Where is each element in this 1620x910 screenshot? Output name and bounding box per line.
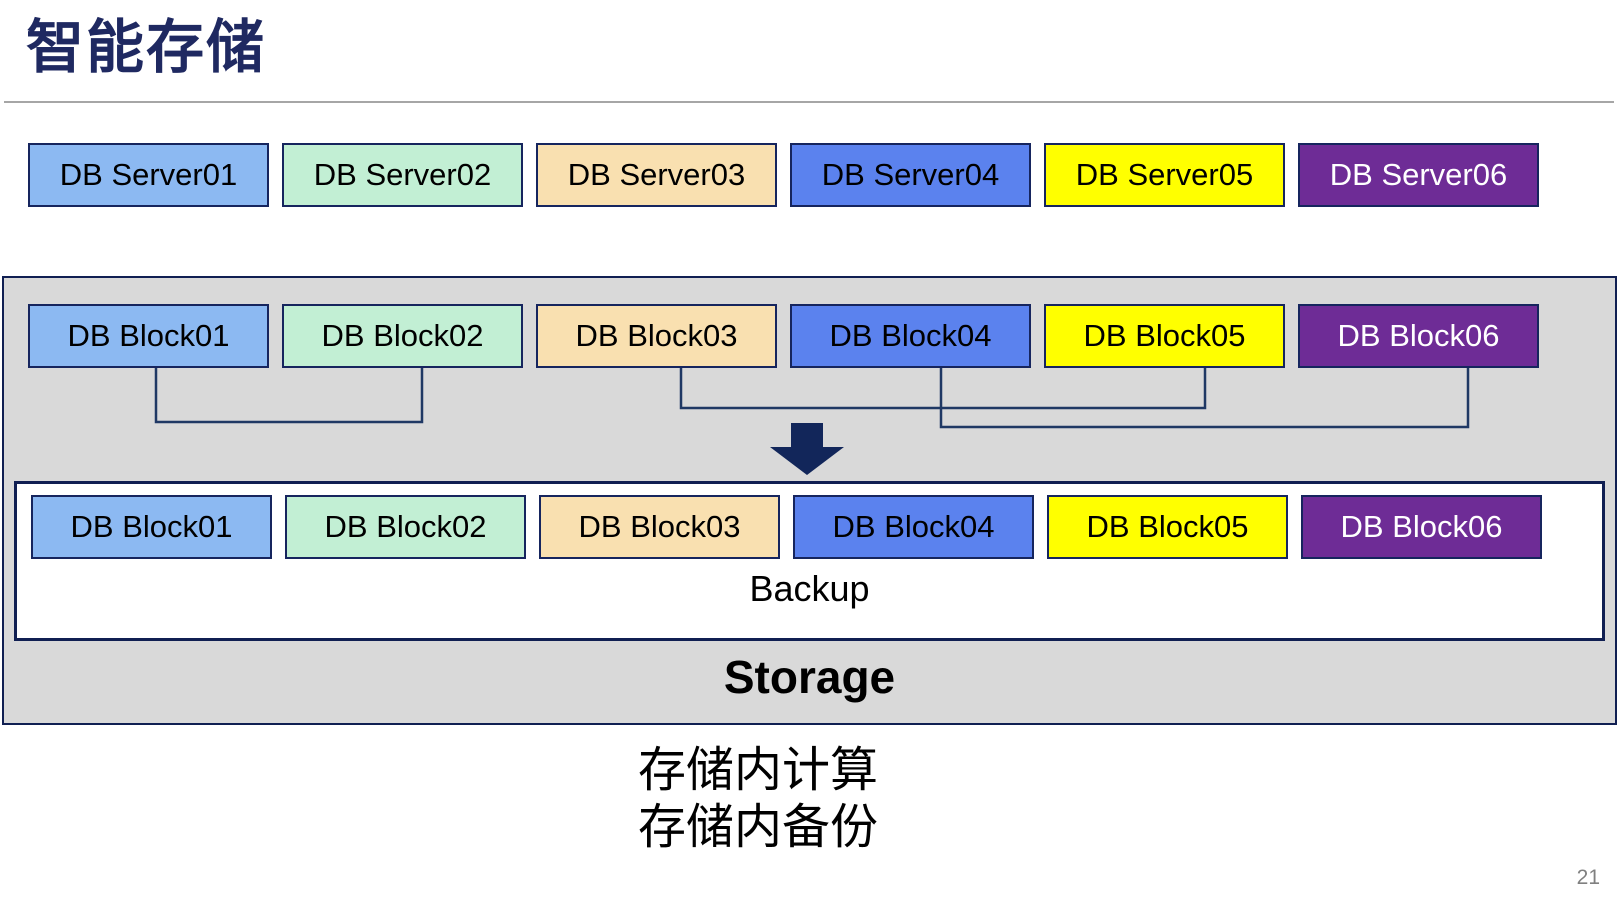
connector-block04-block06 <box>939 367 1470 429</box>
block-box: DB Block01 <box>31 495 272 559</box>
server-box: DB Server06 <box>1298 143 1539 207</box>
block-box: DB Block02 <box>285 495 526 559</box>
block-box: DB Block03 <box>536 304 777 368</box>
connector-block01-block02 <box>154 367 424 424</box>
down-arrow-icon <box>770 423 844 475</box>
server-box: DB Server02 <box>282 143 523 207</box>
block-box: DB Block02 <box>282 304 523 368</box>
page-title: 智能存储 <box>26 15 267 80</box>
page-number: 21 <box>1576 866 1600 889</box>
block-box: DB Block01 <box>28 304 269 368</box>
block-box: DB Block04 <box>793 495 1034 559</box>
title-divider <box>4 101 1614 103</box>
backup-label: Backup <box>749 568 870 609</box>
server-box: DB Server04 <box>790 143 1031 207</box>
storage-label: Storage <box>723 651 896 703</box>
caption-line-1: 存储内计算 <box>638 744 879 797</box>
block-box: DB Block05 <box>1047 495 1288 559</box>
caption-text: 存储内计算 存储内备份 <box>638 742 878 856</box>
block-box: DB Block06 <box>1298 304 1539 368</box>
block-box: DB Block05 <box>1044 304 1285 368</box>
block-box: DB Block03 <box>539 495 780 559</box>
block-box: DB Block04 <box>790 304 1031 368</box>
server-box: DB Server05 <box>1044 143 1285 207</box>
caption-line-2: 存储内备份 <box>638 801 879 854</box>
connector-block03-block05 <box>679 367 1207 410</box>
block-box: DB Block06 <box>1301 495 1542 559</box>
server-box: DB Server01 <box>28 143 269 207</box>
server-box: DB Server03 <box>536 143 777 207</box>
